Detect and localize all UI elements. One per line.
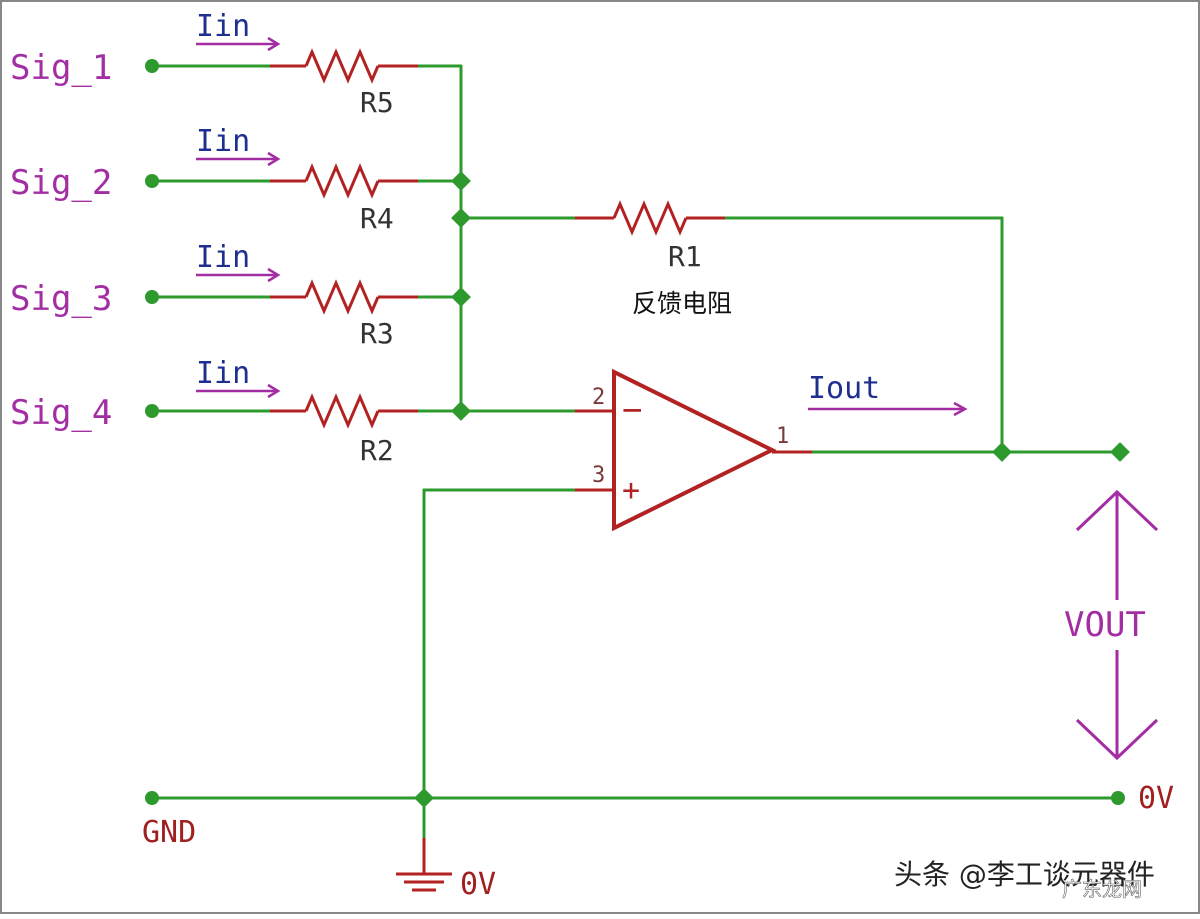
- pin-1-label: 1: [776, 424, 789, 449]
- watermark-text: 头条 @李工谈元器件: [894, 858, 1155, 891]
- ground-symbol-icon: [396, 838, 452, 892]
- iin-label-1: Iin: [196, 9, 250, 44]
- signal-label-2: Sig_2: [10, 163, 112, 203]
- resistor-label-r2: R2: [360, 434, 394, 467]
- junction-nodes: [145, 59, 1130, 808]
- watermark-site: 广东龙网: [1062, 877, 1142, 901]
- resistor-label-r3: R3: [360, 317, 394, 350]
- current-arrow-icons: [196, 36, 968, 417]
- resistor-label-r1: R1: [668, 240, 702, 273]
- resistor-R3: [270, 279, 418, 315]
- plus-sign: +: [622, 473, 640, 508]
- pin-2-label: 2: [592, 385, 605, 410]
- signal-label-1: Sig_1: [10, 48, 112, 88]
- resistor-label-r4: R4: [360, 202, 394, 235]
- feedback-caption: 反馈电阻: [632, 289, 732, 318]
- gnd-label: GND: [142, 815, 196, 850]
- pin-3-label: 3: [592, 463, 605, 488]
- op-amp: 2 3 1 − +: [575, 368, 812, 532]
- signal-label-4: Sig_4: [10, 393, 112, 433]
- vout-label: VOUT: [1064, 605, 1146, 645]
- resistor-R1: [575, 200, 725, 236]
- resistor-R5: [270, 48, 418, 84]
- input-wires: [150, 64, 1122, 840]
- resistor-R4: [270, 163, 418, 199]
- iin-label-4: Iin: [196, 356, 250, 391]
- iin-label-2: Iin: [196, 124, 250, 159]
- signal-label-3: Sig_3: [10, 279, 112, 319]
- ground-0v-label: 0V: [460, 867, 496, 902]
- minus-sign: −: [622, 390, 642, 430]
- iin-label-3: Iin: [196, 240, 250, 275]
- vout-arrow-icon: [1075, 489, 1159, 761]
- resistor-label-r5: R5: [360, 86, 394, 119]
- output-ref-label: 0V: [1138, 781, 1174, 816]
- resistor-R2: [270, 393, 418, 429]
- iout-label: Iout: [808, 371, 880, 406]
